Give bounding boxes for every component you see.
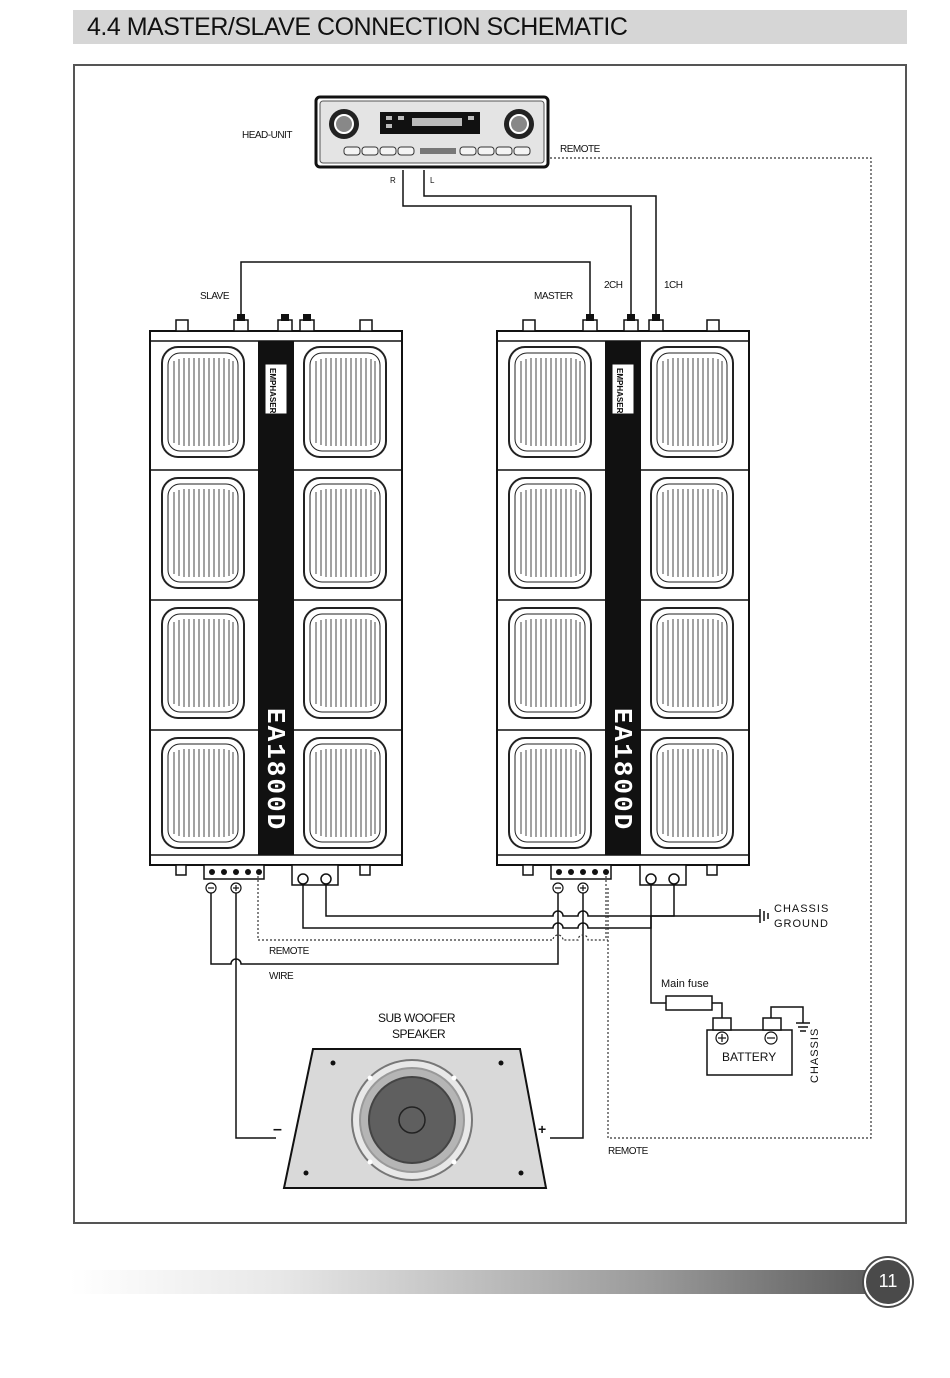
1ch-label: 1CH xyxy=(664,280,683,291)
battery xyxy=(707,1018,792,1075)
footer-bar xyxy=(70,1270,900,1294)
chassis-ground-icon xyxy=(760,909,768,923)
sub-woofer-label-2: SPEAKER xyxy=(392,1027,446,1041)
chassis-vertical-label: CHASSIS xyxy=(809,1028,821,1083)
battery-label: BATTERY xyxy=(722,1050,776,1064)
speaker-plus-label: + xyxy=(538,1121,546,1137)
page-number-badge: 11 xyxy=(864,1258,912,1306)
remote-top-label: REMOTE xyxy=(560,144,601,155)
slave-amplifier: EMPHASER EA1800D xyxy=(150,314,402,893)
master-model-text: EA1800D xyxy=(607,708,637,831)
page-number: 11 xyxy=(866,1271,910,1292)
battery-ground-icon xyxy=(796,1023,810,1031)
slave-label: SLAVE xyxy=(200,291,230,302)
master-label: MASTER xyxy=(534,291,573,302)
head-unit xyxy=(316,97,548,167)
main-fuse-label: Main fuse xyxy=(661,978,709,990)
sub-woofer-label-1: SUB WOOFER xyxy=(378,1011,456,1025)
2ch-label: 2CH xyxy=(604,280,623,291)
rca-wiring xyxy=(241,170,656,320)
subwoofer-speaker xyxy=(284,1049,546,1188)
slave-brand-text: EMPHASER xyxy=(268,368,277,414)
r-output-label: R xyxy=(390,176,396,185)
speaker-minus-label: – xyxy=(273,1121,282,1138)
l-output-label: L xyxy=(430,176,435,185)
wire-label: WIRE xyxy=(269,971,294,982)
chassis-ground-label-1: CHASSIS xyxy=(774,903,829,915)
master-amplifier: EMPHASER EA1800D xyxy=(497,314,749,893)
slave-model-text: EA1800D xyxy=(260,708,290,831)
head-unit-label: HEAD-UNIT xyxy=(242,130,292,141)
remote-mid-label: REMOTE xyxy=(269,946,310,957)
chassis-ground-label-2: GROUND xyxy=(774,918,829,930)
master-brand-text: EMPHASER xyxy=(615,368,624,414)
remote-bottom-label: REMOTE xyxy=(608,1146,649,1157)
main-fuse xyxy=(666,996,712,1010)
